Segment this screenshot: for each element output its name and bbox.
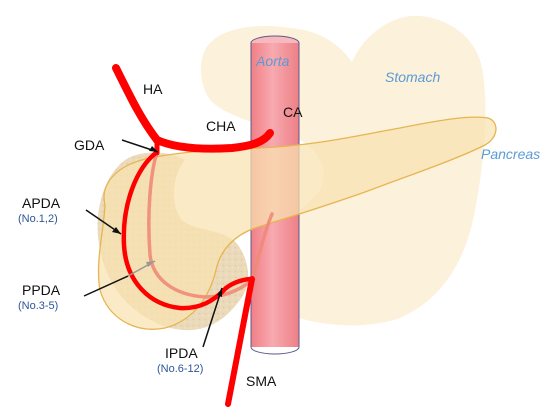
ha-label: HA <box>143 81 163 97</box>
stomach-label: Stomach <box>385 69 440 85</box>
ha-artery <box>116 68 157 140</box>
apda-number: (No.1,2) <box>18 213 58 225</box>
ca-label: CA <box>283 104 303 120</box>
apda-label: APDA <box>22 195 61 211</box>
pancreas-label: Pancreas <box>481 146 540 162</box>
cha-label: CHA <box>206 118 236 134</box>
ppda-number: (No.3-5) <box>18 300 58 312</box>
ipda-number: (No.6-12) <box>157 363 203 375</box>
ipda-label: IPDA <box>165 345 198 361</box>
aorta-label: Aorta <box>255 53 290 69</box>
gda-label: GDA <box>74 137 105 153</box>
sma-label: SMA <box>246 373 277 389</box>
ppda-label: PPDA <box>22 282 61 298</box>
